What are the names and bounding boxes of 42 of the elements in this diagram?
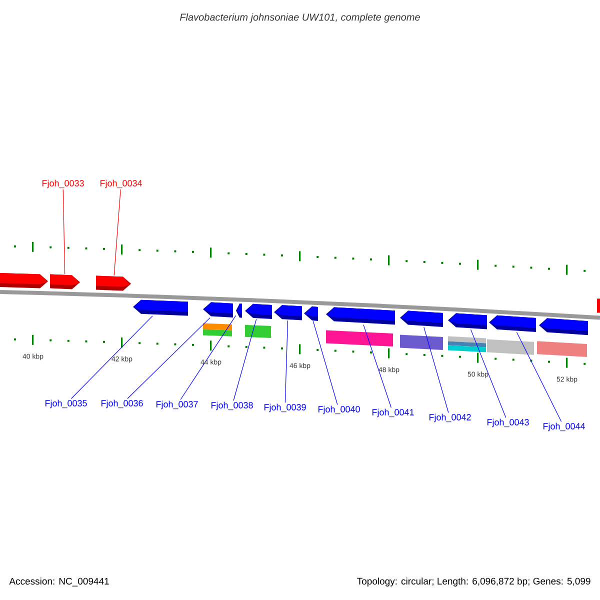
gene-block bbox=[539, 318, 588, 336]
title: Flavobacterium johnsoniae UW101, complete genome bbox=[180, 13, 420, 23]
gene-label: Fjoh_0040 bbox=[318, 406, 360, 414]
gene-block bbox=[400, 310, 443, 327]
leader-line bbox=[127, 317, 210, 399]
leader-line bbox=[516, 332, 562, 422]
leader-line bbox=[180, 315, 236, 400]
gene-block bbox=[597, 298, 600, 313]
gene-label: Fjoh_0035 bbox=[45, 400, 87, 408]
gene-block bbox=[274, 305, 302, 320]
leader-line bbox=[470, 329, 506, 418]
gene-block bbox=[245, 304, 272, 319]
leader-line bbox=[312, 320, 338, 405]
gene-label: Fjoh_0038 bbox=[211, 402, 253, 410]
gene-label: Fjoh_0037 bbox=[156, 400, 198, 410]
gene-block bbox=[304, 306, 318, 321]
gene-block bbox=[96, 276, 131, 291]
gene-block bbox=[0, 273, 48, 288]
gene-block bbox=[448, 313, 487, 330]
gene-label: Fjoh_0034 bbox=[100, 180, 142, 188]
gene-label: Fjoh_0041 bbox=[372, 408, 414, 418]
gene-block bbox=[236, 304, 242, 318]
gene-label: Fjoh_0036 bbox=[101, 400, 143, 408]
gene-label: Fjoh_0042 bbox=[429, 414, 471, 422]
gene-label: Fjoh_0043 bbox=[487, 418, 529, 428]
gene-block bbox=[489, 315, 536, 332]
gene-block bbox=[326, 307, 395, 325]
leader-line bbox=[114, 189, 121, 276]
leader-line bbox=[424, 326, 449, 413]
gene-block bbox=[203, 302, 233, 318]
genome-info-text: Topology: circular; Length: 6,096,872 bp; Genes: 5,099 bbox=[357, 578, 590, 586]
leader-line bbox=[62, 189, 66, 274]
gene-label: Fjoh_0039 bbox=[264, 404, 306, 412]
gene-label: Fjoh_0044 bbox=[543, 422, 585, 432]
leader-line bbox=[71, 316, 153, 399]
gene-block bbox=[133, 300, 188, 316]
gene-label: Fjoh_0033 bbox=[42, 180, 84, 188]
leader-line bbox=[233, 318, 257, 401]
leader-line bbox=[363, 324, 392, 408]
leader-line bbox=[284, 320, 288, 403]
gene-block bbox=[50, 274, 80, 290]
accession-text: Accession: NC_009441 bbox=[9, 578, 109, 586]
